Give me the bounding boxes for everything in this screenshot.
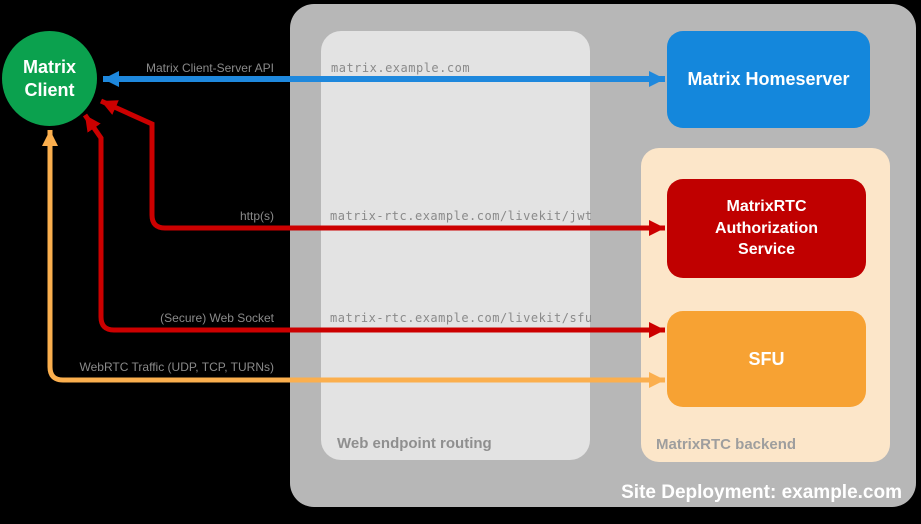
edge-label-websocket: (Secure) Web Socket [160,311,274,325]
matrixrtc-backend-label: MatrixRTC backend [656,436,797,453]
endpoint-matrix-example: matrix.example.com [331,61,471,75]
edge-label-https: http(s) [239,209,274,223]
web-endpoint-routing-label: Web endpoint routing [337,435,492,452]
matrix-client-label: Matrix Client [22,57,76,100]
web-endpoint-routing-container [321,31,590,460]
node-matrix-homeserver: Matrix Homeserver [667,31,870,128]
edge-label-client-server-api: Matrix Client-Server API [145,61,274,75]
matrix-homeserver-label: Matrix Homeserver [687,69,850,89]
node-matrix-client: Matrix Client [2,31,97,126]
node-sfu: SFU [667,311,866,407]
endpoint-livekit-sfu: matrix-rtc.example.com/livekit/sfu [330,311,593,325]
auth-service-label: MatrixRTC Authorization Service [714,198,819,259]
endpoint-livekit-jwt: matrix-rtc.example.com/livekit/jwt [330,209,593,223]
node-auth-service: MatrixRTC Authorization Service [667,179,866,278]
sfu-label: SFU [748,348,785,369]
site-deployment-label: Site Deployment: example.com [621,482,902,503]
edge-label-webrtc-traffic: WebRTC Traffic (UDP, TCP, TURNs) [79,360,275,374]
